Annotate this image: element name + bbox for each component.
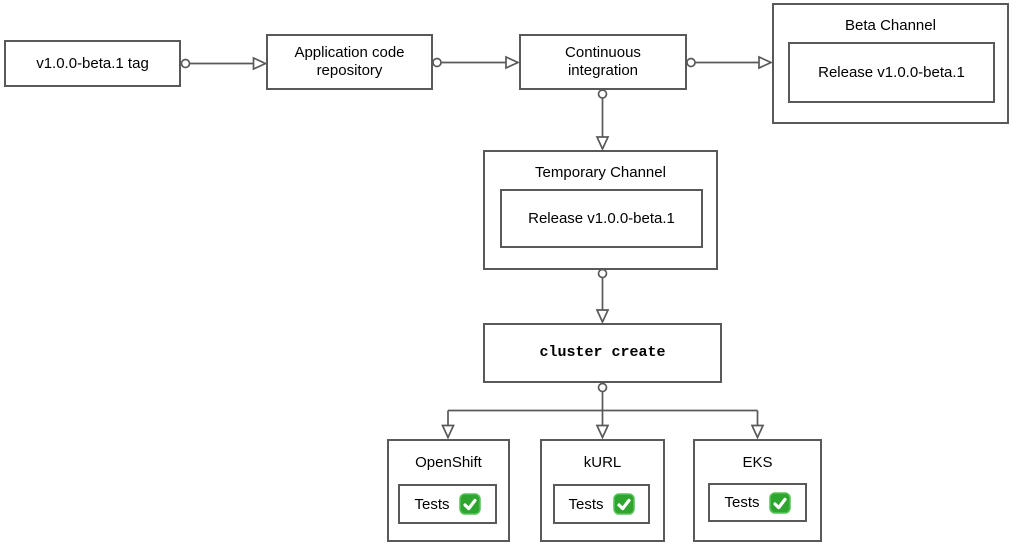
node-beta-release: Release v1.0.0-beta.1 xyxy=(788,42,995,103)
openshift-title: OpenShift xyxy=(415,454,482,471)
check-mark-button-icon xyxy=(458,493,481,515)
version-tag-label: v1.0.0-beta.1 tag xyxy=(36,54,149,72)
eks-title: EKS xyxy=(742,454,773,471)
check-mark-button-icon xyxy=(612,493,635,515)
app-code-repository-label: Application code repository xyxy=(294,44,405,79)
edge-temporary-channel-to-cluster-create xyxy=(595,268,610,325)
container-openshift: OpenShift Tests xyxy=(387,439,510,542)
beta-channel-title: Beta Channel xyxy=(845,17,936,34)
node-openshift-tests: Tests xyxy=(398,484,497,524)
edge-ci-to-temporary-channel xyxy=(595,89,610,152)
node-version-tag: v1.0.0-beta.1 tag xyxy=(4,40,181,87)
temporary-release-label: Release v1.0.0-beta.1 xyxy=(528,210,675,227)
edge-tag-to-repo xyxy=(180,56,268,71)
temporary-channel-title: Temporary Channel xyxy=(535,164,666,181)
container-eks: EKS Tests xyxy=(693,439,822,542)
openshift-tests-label: Tests xyxy=(414,495,450,513)
node-continuous-integration: Continuous integration xyxy=(519,34,687,90)
node-app-code-repository: Application code repository xyxy=(266,34,433,90)
node-temporary-release: Release v1.0.0-beta.1 xyxy=(500,189,703,248)
continuous-integration-label: Continuous integration xyxy=(565,44,641,79)
node-kurl-tests: Tests xyxy=(553,484,650,524)
node-cluster-create: cluster create xyxy=(483,323,722,383)
container-beta-channel: Beta Channel Release v1.0.0-beta.1 xyxy=(772,3,1009,124)
node-eks-tests: Tests xyxy=(708,483,807,522)
beta-release-label: Release v1.0.0-beta.1 xyxy=(818,64,965,81)
kurl-tests-label: Tests xyxy=(568,495,604,513)
check-mark-button-icon xyxy=(768,491,791,514)
edge-cluster-create-to-clusters xyxy=(441,382,765,440)
edge-repo-to-ci xyxy=(432,55,521,70)
eks-tests-label: Tests xyxy=(724,494,760,511)
kurl-title: kURL xyxy=(583,454,622,471)
edge-ci-to-beta-channel xyxy=(686,55,774,70)
cluster-create-label: cluster create xyxy=(539,344,666,361)
container-kurl: kURL Tests xyxy=(540,439,665,542)
container-temporary-channel: Temporary Channel Release v1.0.0-beta.1 xyxy=(483,150,718,270)
